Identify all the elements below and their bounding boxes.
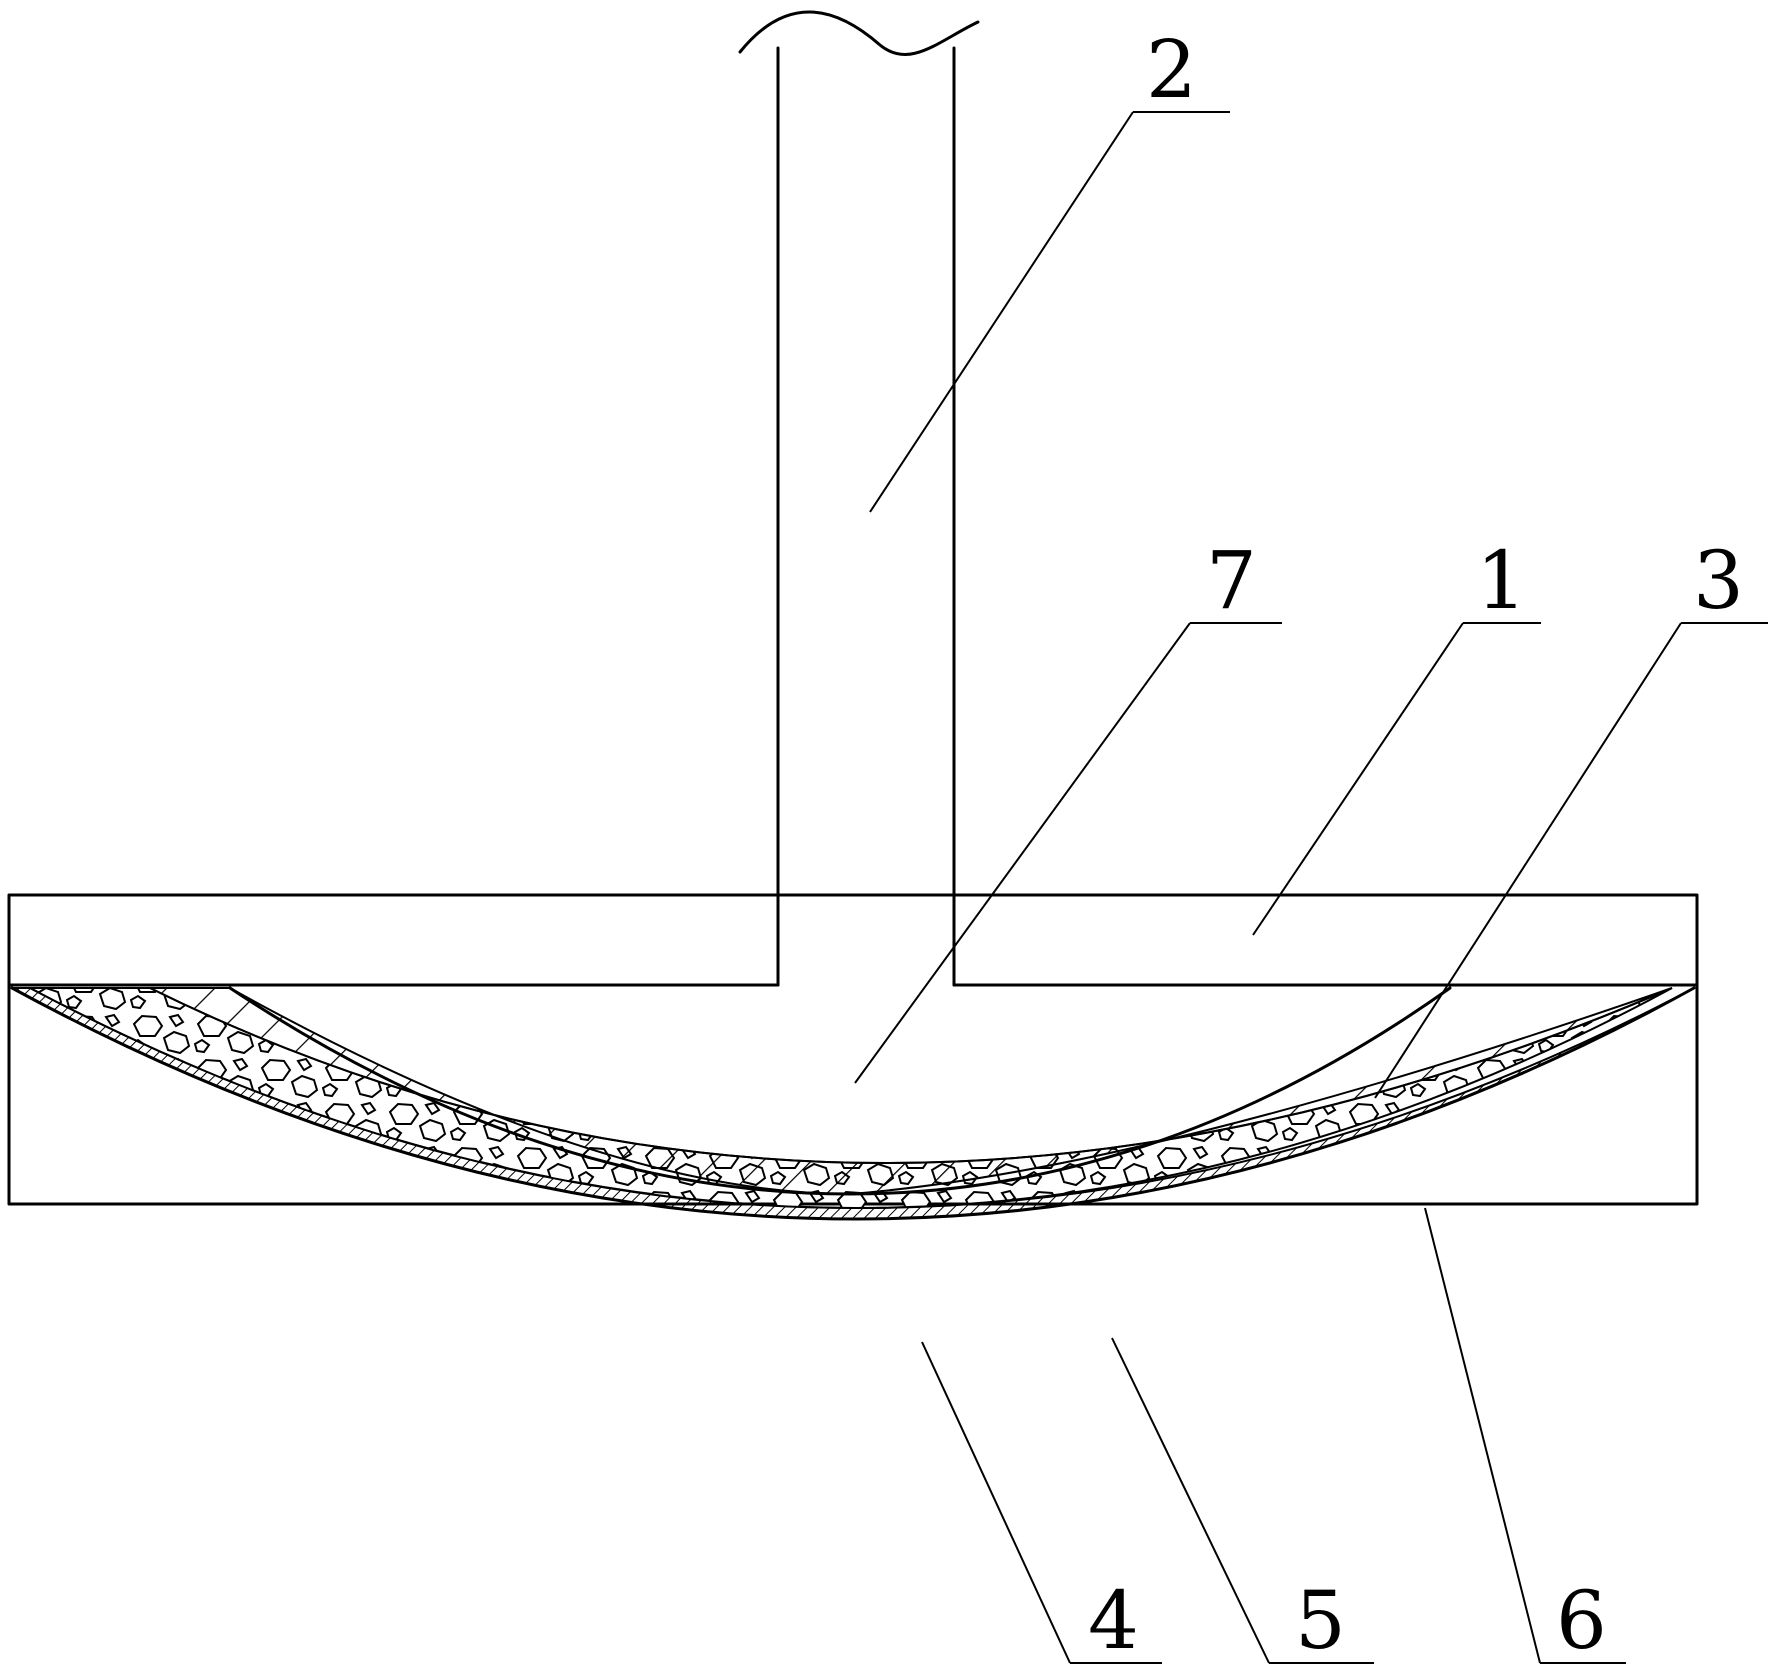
label-5: 5 bbox=[1295, 1574, 1346, 1666]
label-7: 7 bbox=[1206, 534, 1257, 627]
reference-numerals: 2 7 1 3 4 5 6 bbox=[1088, 23, 1744, 1666]
label-3: 3 bbox=[1693, 534, 1744, 627]
label-2: 2 bbox=[1146, 23, 1197, 116]
label-1: 1 bbox=[1476, 534, 1527, 627]
stem bbox=[738, 10, 980, 987]
label-6: 6 bbox=[1556, 1574, 1607, 1666]
leader-lines bbox=[854, 111, 1768, 1664]
hatched-layer bbox=[149, 987, 1673, 1196]
label-4: 4 bbox=[1088, 1574, 1139, 1666]
bowl-layers bbox=[10, 986, 1696, 1221]
